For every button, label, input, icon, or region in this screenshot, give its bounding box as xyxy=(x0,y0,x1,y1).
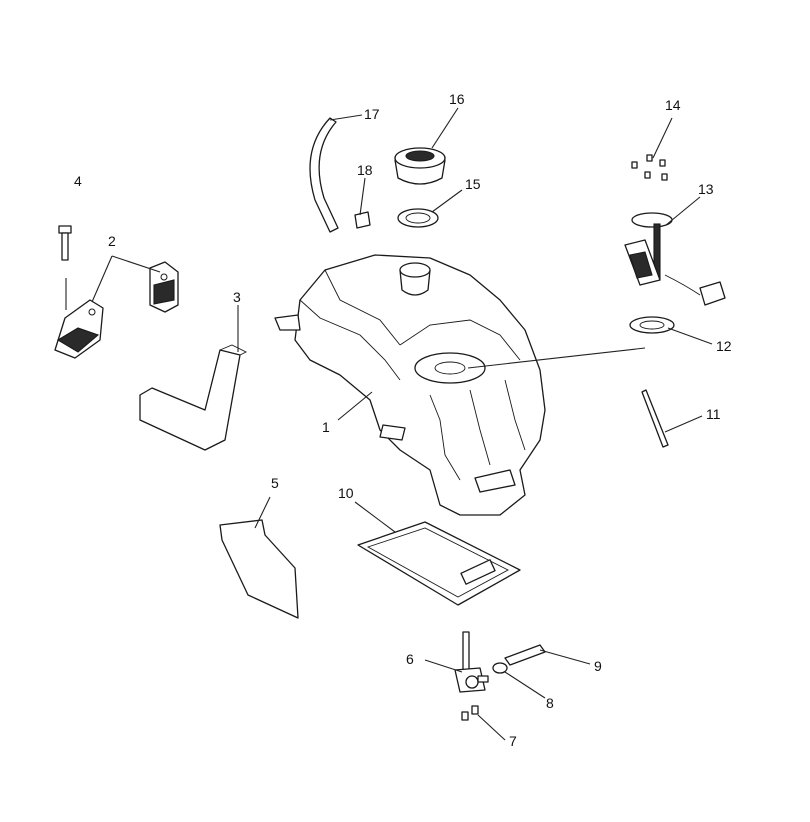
callout-labels: 1 2 3 4 5 6 7 8 9 10 11 12 13 14 15 16 1… xyxy=(74,91,732,749)
callout-10: 10 xyxy=(338,485,354,501)
part-small-screws xyxy=(631,154,668,181)
part-mat xyxy=(357,521,521,606)
callout-3: 3 xyxy=(233,289,241,305)
callout-2: 2 xyxy=(108,233,116,249)
part-fuel-valve xyxy=(454,631,489,693)
callout-11: 11 xyxy=(706,406,721,422)
part-fitting xyxy=(354,211,371,229)
callout-16: 16 xyxy=(449,91,465,107)
part-foam-pad xyxy=(139,344,248,451)
callout-18: 18 xyxy=(357,162,373,178)
part-clamp xyxy=(492,662,508,674)
part-hose xyxy=(504,644,546,666)
callout-14: 14 xyxy=(665,97,681,113)
callout-12: 12 xyxy=(716,338,732,354)
part-fuel-cap xyxy=(394,147,446,185)
leader-lines xyxy=(65,107,713,741)
part-fuel-tank xyxy=(274,254,546,516)
callout-9: 9 xyxy=(594,658,602,674)
part-rod xyxy=(641,389,669,448)
part-brackets xyxy=(54,261,179,359)
part-seal-ring xyxy=(397,208,439,228)
part-vent-hose xyxy=(309,117,339,233)
callout-6: 6 xyxy=(406,651,414,667)
part-fuel-pump xyxy=(624,212,726,306)
callout-8: 8 xyxy=(546,695,554,711)
callout-5: 5 xyxy=(271,475,279,491)
part-screws xyxy=(461,705,479,721)
part-gasket xyxy=(629,316,675,334)
callout-17: 17 xyxy=(364,106,380,122)
callout-1: 1 xyxy=(322,419,330,435)
part-bolt xyxy=(58,225,72,261)
callout-15: 15 xyxy=(465,176,481,192)
callout-4: 4 xyxy=(74,173,82,189)
callout-13: 13 xyxy=(698,181,714,197)
part-pad xyxy=(219,519,299,619)
callout-7: 7 xyxy=(509,733,517,749)
